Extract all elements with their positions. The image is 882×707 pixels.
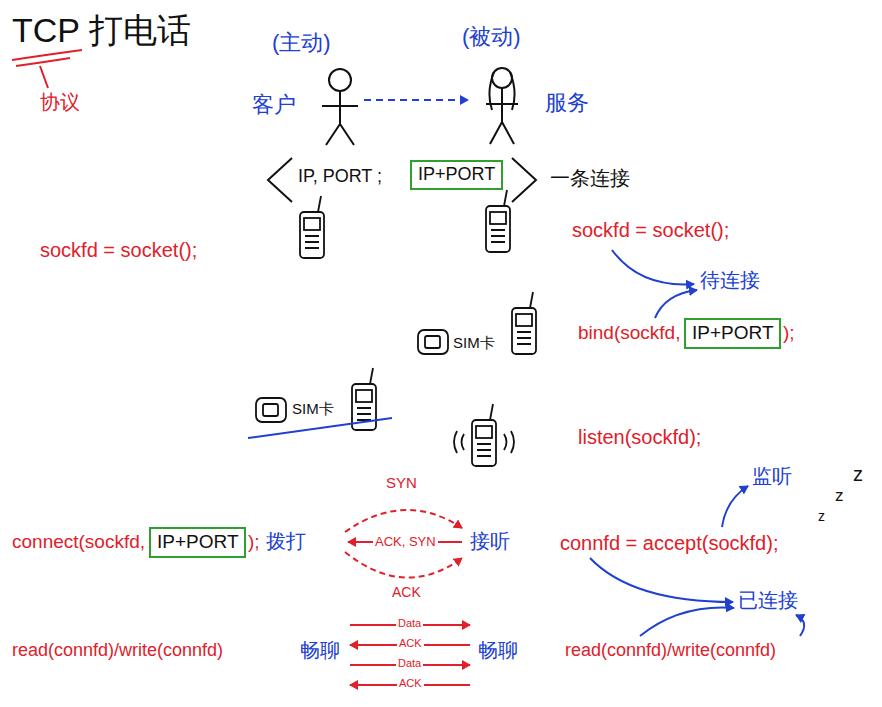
- note-label: 协议: [40, 90, 80, 114]
- code-label: connect(sockfd,: [12, 531, 145, 554]
- antenna: [318, 196, 321, 212]
- packet-label: ACK: [392, 584, 421, 601]
- sim-label: SIM卡: [292, 400, 334, 418]
- server-figure: [486, 68, 518, 144]
- ring-waves: [454, 431, 514, 453]
- dashed-arrow: [364, 99, 468, 101]
- state-label: 已连接: [738, 588, 798, 612]
- diagram-title: TCP 打电话: [12, 10, 191, 51]
- screen: [516, 314, 532, 326]
- action-label: 拨打: [266, 529, 306, 553]
- packet-label: ACK: [397, 677, 424, 690]
- keys: [477, 444, 491, 456]
- ip-port-box: IP+PORT: [684, 318, 781, 349]
- code-label: sockfd = socket();: [572, 218, 729, 242]
- red-stroke: [12, 50, 82, 60]
- packet-label: Data: [396, 657, 423, 670]
- phone-icon: [300, 196, 324, 258]
- red-stroke: [40, 66, 48, 88]
- handshake-arrow: [345, 552, 462, 578]
- phone-icon: [454, 404, 514, 466]
- antenna: [370, 368, 373, 384]
- antenna: [530, 292, 533, 308]
- phone-body: [472, 420, 496, 466]
- packet-label: Data: [396, 617, 423, 630]
- angle-bracket: [268, 158, 292, 202]
- note-label: 一条连接: [550, 166, 630, 190]
- title-underline: [12, 50, 82, 88]
- code-label: read(connfd)/write(connfd): [565, 640, 776, 662]
- action-label: 畅聊: [478, 638, 518, 662]
- sleep-mark: z: [818, 508, 825, 525]
- antenna: [504, 190, 507, 206]
- pointer-arrow: [722, 486, 748, 527]
- keys: [517, 332, 531, 344]
- pointer-arrow: [640, 608, 734, 636]
- angle-bracket: [512, 158, 536, 202]
- ip-port-box: IP+PORT: [410, 160, 503, 190]
- screen: [476, 426, 492, 438]
- box-text: IP+PORT: [692, 322, 773, 345]
- sleep-mark: z: [835, 486, 844, 506]
- role-label: (主动): [272, 30, 331, 56]
- red-stroke: [16, 58, 70, 66]
- body: [486, 88, 518, 144]
- action-label: 接听: [470, 529, 510, 553]
- code-label: read(connfd)/write(connfd): [12, 640, 223, 662]
- sim-chip: [425, 336, 440, 348]
- action-label: 畅聊: [300, 638, 340, 662]
- strike-line: [248, 418, 392, 438]
- tuple-label: IP, PORT ;: [298, 166, 382, 188]
- actor-label: 客户: [252, 92, 296, 118]
- phone-body: [486, 206, 510, 252]
- screen: [490, 212, 506, 224]
- head: [329, 69, 351, 91]
- pointer-arrow: [590, 558, 733, 602]
- keys: [491, 230, 505, 242]
- code-label: bind(sockfd,: [578, 322, 680, 345]
- packet-label: ACK, SYN: [373, 534, 438, 550]
- phone-body: [512, 308, 536, 354]
- screen: [356, 390, 372, 402]
- packet-label: SYN: [386, 474, 417, 492]
- box-text: IP+PORT: [418, 164, 495, 186]
- code-label: listen(sockfd);: [578, 425, 701, 449]
- sim-chip: [263, 404, 278, 416]
- sim-card: [418, 330, 448, 354]
- sim-body: [256, 398, 286, 422]
- sim-card: [256, 398, 286, 422]
- body: [322, 91, 358, 145]
- pointer-arrow: [612, 250, 694, 284]
- box-text: IP+PORT: [157, 531, 238, 554]
- antenna: [490, 404, 493, 420]
- phone-icon: [486, 190, 510, 252]
- state-label: 监听: [752, 464, 792, 488]
- sim-label: SIM卡: [453, 334, 495, 352]
- code-label: connfd = accept(sockfd);: [560, 531, 778, 555]
- packet-label: ACK: [397, 637, 424, 650]
- phone-icon: [512, 292, 536, 354]
- keys: [357, 408, 371, 420]
- handshake-arrow: [345, 510, 462, 532]
- code-label: );: [248, 531, 260, 554]
- pointer-arrow: [796, 615, 804, 636]
- phone-body: [300, 212, 324, 258]
- head: [492, 68, 512, 88]
- actor-label: 服务: [545, 90, 589, 116]
- state-label: 待连接: [700, 268, 760, 292]
- keys: [305, 236, 319, 248]
- client-figure: [322, 69, 358, 145]
- role-label: (被动): [462, 24, 521, 50]
- pointer-arrow: [655, 290, 697, 318]
- screen: [304, 218, 320, 230]
- ip-port-box: IP+PORT: [149, 527, 246, 558]
- code-label: sockfd = socket();: [40, 238, 197, 262]
- sim-body: [418, 330, 448, 354]
- sleep-mark: z: [853, 462, 863, 486]
- code-label: );: [783, 322, 795, 345]
